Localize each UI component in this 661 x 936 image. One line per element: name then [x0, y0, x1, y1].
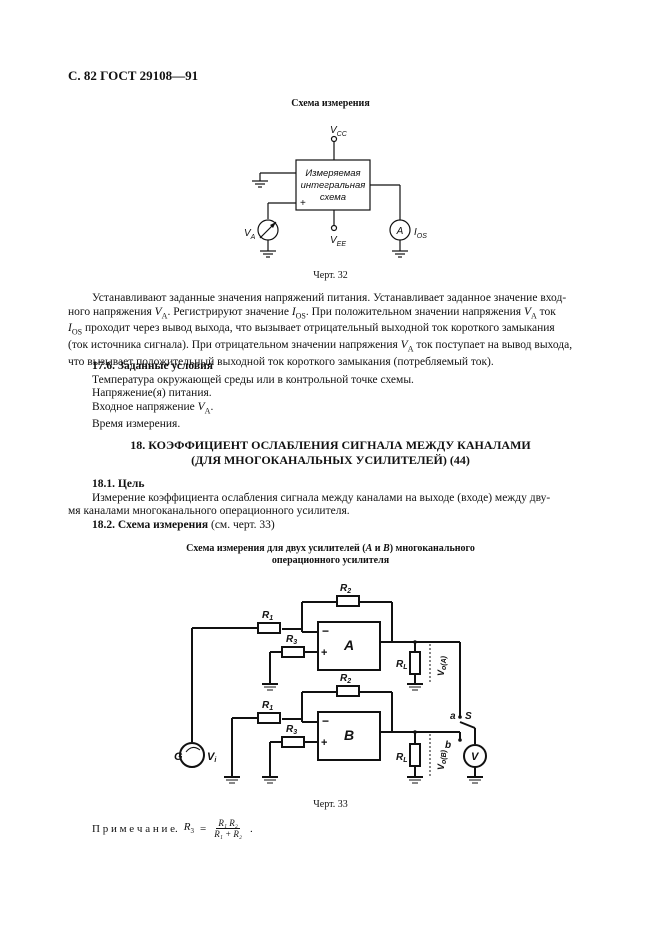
resistor-r3-b [281, 736, 305, 748]
resistor-rl-b [409, 743, 421, 767]
resistor-r1-b [257, 712, 281, 724]
note-label: П р и м е ч а н и е. [92, 822, 178, 835]
switch-b-label: b [445, 740, 451, 751]
page-header: С. 82 ГОСТ 29108—91 [68, 68, 199, 83]
section-18-1-heading: 18.1. Цель [92, 478, 145, 490]
figure-33-title-1: Схема измерения для двух усилителей (A и… [186, 543, 475, 554]
r3-a-label: R3 [286, 634, 297, 646]
amp-a-minus: − [322, 624, 329, 638]
resistor-r3-a [281, 646, 305, 658]
ic-label-2: интегральная [301, 180, 366, 191]
rl-a-label: RL [396, 659, 408, 671]
ic-label-3: схема [320, 192, 346, 203]
resistor-r2-a [336, 595, 360, 607]
note: П р и м е ч а н и е. R3 = R₁ R₂ R₁ + R₂ … [92, 818, 253, 839]
g-label: G [174, 751, 183, 763]
para-line-2: ного напряжения VA. Регистрируют значени… [68, 305, 556, 320]
vcc-label: VCC [330, 125, 348, 138]
vee-label: VEE [330, 235, 346, 248]
figure-32-schematic: VCC VEE Измеряемая интегральная схема + … [244, 125, 427, 258]
amp-a-plus: + [321, 647, 327, 659]
note-r3: R3 [183, 821, 194, 836]
amplifier-a [317, 621, 381, 671]
amp-a-label: A [343, 637, 354, 653]
condition-2: Напряжение(я) питания. [92, 387, 212, 400]
vcc-terminal [330, 135, 338, 143]
note-numerator: R₁ R₂ [216, 818, 240, 829]
ios-label: IOS [414, 227, 427, 240]
section-18-body: 18.1. Цель Измерение коэффициента ослабл… [68, 478, 596, 532]
r2-a-label: R2 [340, 583, 351, 595]
va-label: VA [244, 228, 256, 241]
resistor-r2-b [336, 685, 360, 697]
section-17-6-heading: 17.6. Заданные условия [92, 360, 213, 372]
r1-a-label: R1 [262, 610, 273, 622]
resistor-rl-a [409, 651, 421, 675]
plus-sign: + [300, 198, 306, 209]
amp-b-minus: − [322, 714, 329, 728]
r1-b-label: R1 [262, 700, 273, 712]
meter-label: V [471, 751, 480, 763]
figure-33-title-2: операционного усилителя [271, 555, 390, 566]
ic-label-1: Измеряемая [305, 168, 360, 179]
section-18-title-2: (ДЛЯ МНОГОКАНАЛЬНЫХ УСИЛИТЕЛЕЙ) (44) [191, 453, 470, 467]
switch-s [459, 721, 476, 729]
amp-b-plus: + [321, 737, 327, 749]
para-line-5: что вызывает положительный выходной ток … [68, 356, 494, 369]
figure-33-caption: Черт. 33 [313, 799, 348, 810]
figure-33-schematic: R1 R2 R3 RL R1 R2 R3 RL A B − + − + Vo(A… [174, 583, 487, 784]
note-denominator: R₁ + R₂ [214, 829, 243, 839]
resistor-r1-a [257, 622, 281, 634]
para-line-1: Устанавливают заданные значения напряжен… [92, 292, 567, 304]
note-dot: . [250, 822, 253, 835]
section-18-title-1: 18. КОЭФФИЦИЕНТ ОСЛАБЛЕНИЯ СИГНАЛА МЕЖДУ… [130, 438, 531, 452]
condition-3: Входное напряжение VA. [92, 400, 214, 416]
note-equals: = [199, 822, 207, 835]
r3-b-label: R3 [286, 724, 297, 736]
note-fraction: R₁ R₂ R₁ + R₂ [212, 818, 244, 839]
amp-b-label: B [344, 727, 354, 743]
section-18-2-heading: 18.2. Схема измерения (см. черт. 33) [92, 518, 275, 531]
para-line-3: IOS проходит через вывод выхода, что выз… [68, 322, 555, 337]
vo-b-label: Vo(B) [436, 749, 448, 770]
section-17-6: 17.6. Заданные условия Температура окруж… [92, 360, 592, 431]
section-18-1-line-1: Измерение коэффициента ослабления сигнал… [92, 491, 551, 504]
switch-s-label: S [465, 711, 472, 722]
vi-label: Vi [207, 751, 217, 764]
vee-terminal [330, 224, 338, 232]
condition-1: Температура окружающей среды или в контр… [92, 373, 414, 386]
vo-a-label: Vo(A) [436, 655, 448, 676]
r2-b-label: R2 [340, 673, 351, 685]
figure-32-title: Схема измерения [291, 98, 370, 109]
figure-32-caption: Черт. 32 [313, 270, 348, 281]
section-18-1-line-2: мя каналами многоканального операционног… [68, 505, 350, 518]
condition-4: Время измерения. [92, 417, 181, 430]
para-line-4: (ток источника сигнала). При отрицательн… [68, 339, 573, 354]
amplifier-b [317, 711, 381, 761]
signal-source-g [179, 742, 205, 768]
switch-a-label: a [450, 711, 456, 722]
ammeter-label: A [396, 226, 404, 237]
text-block-1: Устанавливают заданные значения напряжен… [68, 292, 596, 370]
rl-b-label: RL [396, 752, 408, 764]
